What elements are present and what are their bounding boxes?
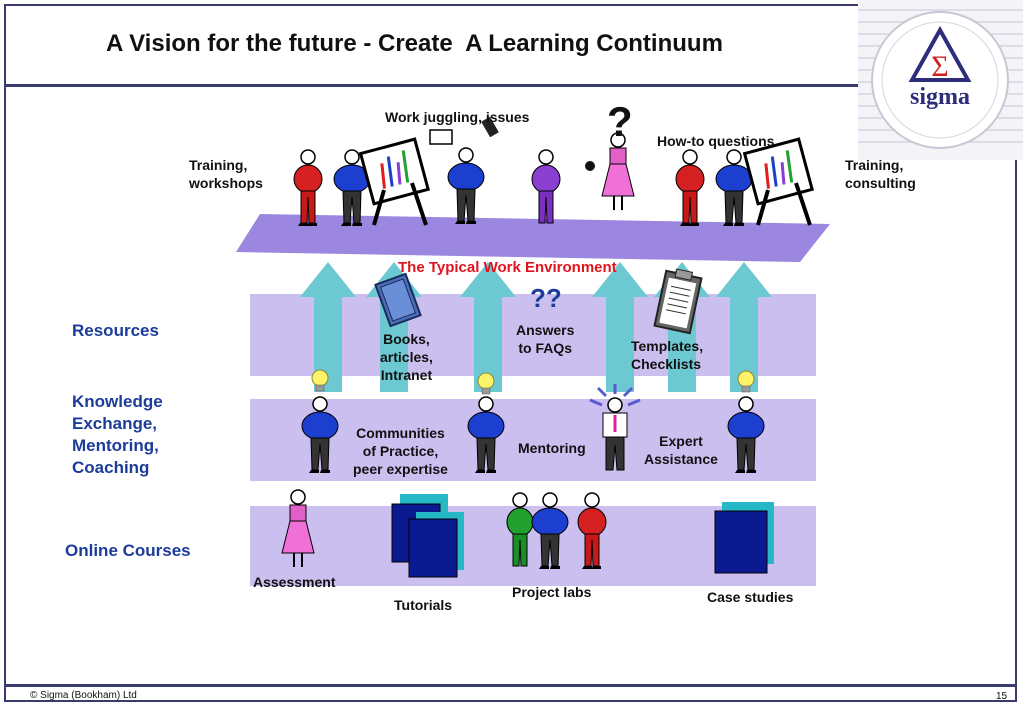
project-labs-label: Project labs (512, 584, 592, 600)
online-courses-heading: Online Courses (65, 541, 191, 560)
faqs-label: Answers to FAQs (516, 322, 575, 356)
resources-band (250, 294, 816, 376)
mentoring-label: Mentoring (518, 440, 586, 456)
easel-chart-icon (742, 137, 815, 227)
case-studies-label: Case studies (707, 589, 794, 605)
knowledge-band (250, 399, 816, 481)
expert-figure (589, 384, 641, 471)
header-divider (4, 84, 1017, 87)
phone-icon (481, 116, 499, 138)
worker-figure (531, 149, 561, 224)
book-icon (374, 272, 422, 328)
training-workshops-label: Training, workshops (189, 157, 263, 191)
templates-label: Templates, Checklists (631, 338, 704, 372)
trainee-figure (293, 149, 323, 227)
assessment-label: Assessment (253, 574, 336, 590)
tutorials-label: Tutorials (394, 597, 453, 613)
resources-heading: Resources (72, 321, 159, 340)
expert-assistance-label: Expert Assistance (644, 433, 718, 467)
sigma-symbol: Σ (931, 50, 948, 83)
trainee-figure (675, 149, 705, 227)
easel-chart-icon (358, 137, 431, 227)
howto-questions-label: How-to questions (657, 133, 775, 149)
typical-work-environment-label: The Typical Work Environment (398, 259, 617, 276)
juggling-worker-figure (447, 147, 485, 225)
question-mark-icon: ? (607, 98, 633, 145)
slide-title: A Vision for the future - Create A Learn… (106, 30, 723, 57)
double-question-mark: ?? (530, 283, 562, 313)
slide-frame (4, 4, 1017, 702)
case-studies-docs-icon (714, 502, 774, 574)
bomb-icon (585, 161, 595, 171)
knowledge-heading: Knowledge Exchange, Mentoring, Coaching (72, 392, 163, 477)
work-juggling-label: Work juggling, issues (385, 109, 530, 125)
tutorials-docs-icon (391, 494, 464, 578)
sigma-wordmark: sigma (910, 84, 970, 110)
laptop-icon (429, 129, 453, 145)
communities-label: Communities of Practice, peer expertise (353, 425, 448, 477)
books-label: Books, articles, Intranet (380, 331, 433, 383)
copyright-text: © Sigma (Bookham) Ltd (30, 690, 137, 701)
sigma-logo: Σ sigma (858, 0, 1023, 160)
clipboard-icon (653, 268, 703, 335)
training-consulting-label: Training, consulting (845, 157, 916, 191)
page-number: 15 (996, 691, 1008, 702)
footer-divider (4, 684, 1017, 687)
